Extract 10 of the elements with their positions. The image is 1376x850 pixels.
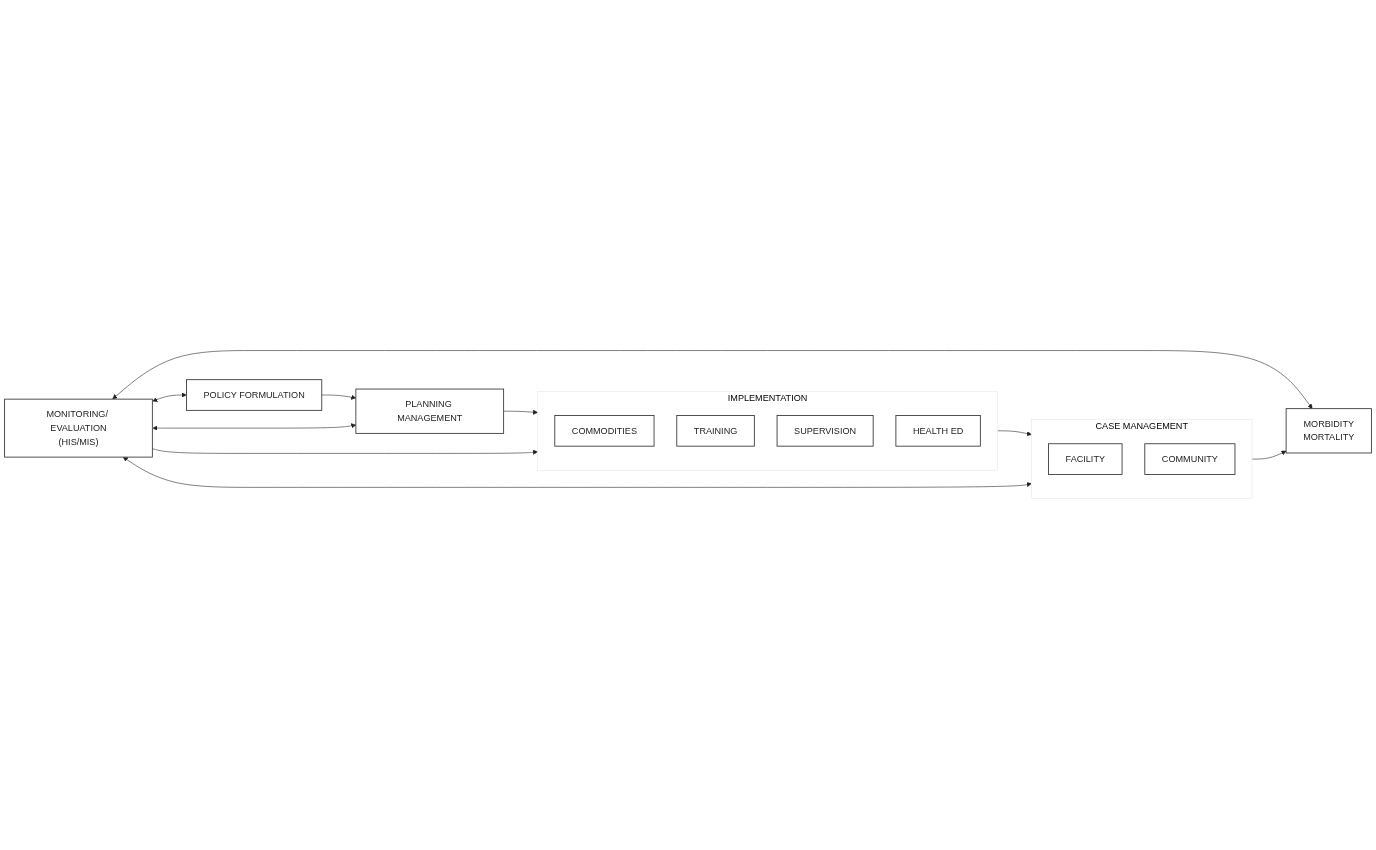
node-box: COMMODITIES xyxy=(554,415,655,447)
node-box: MORBIDITY MORTALITY xyxy=(1285,408,1372,454)
node-box: PLANNING MANAGEMENT xyxy=(355,389,505,435)
node-box: COMMUNITY xyxy=(1144,443,1236,476)
node-box: POLICY FORMULATION xyxy=(186,379,323,412)
node-box: MONITORING/ EVALUATION (HIS/MIS) xyxy=(4,399,153,458)
node-box: HEALTH ED xyxy=(895,415,981,447)
node-box: TRAINING xyxy=(676,415,755,447)
node-box: SUPERVISION xyxy=(776,415,874,447)
node-box: FACILITY xyxy=(1048,443,1123,476)
